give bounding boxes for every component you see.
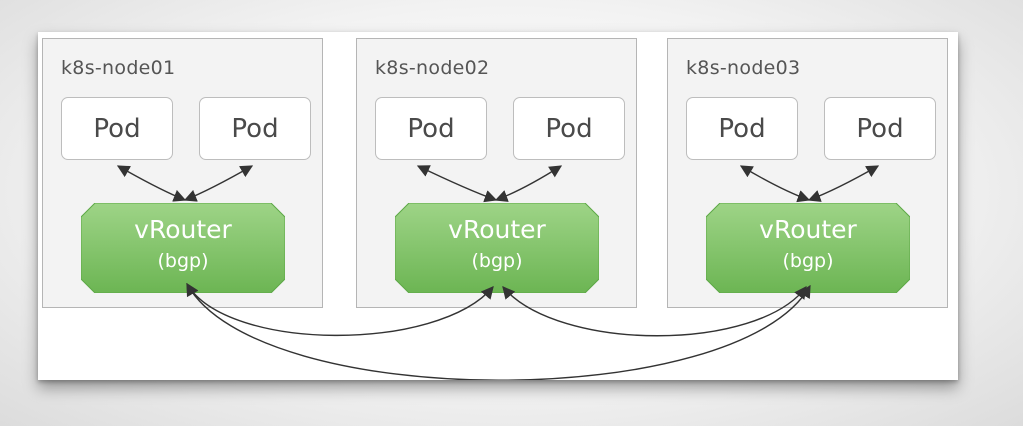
pod-link-arrow — [183, 165, 254, 202]
bgp-link-arrow — [502, 285, 807, 337]
bgp-link-arrow — [186, 282, 494, 337]
pod-box: Pod — [513, 97, 625, 160]
vrouter-box: vRouter (bgp) — [81, 203, 285, 293]
node-label: k8s-node01 — [61, 57, 176, 79]
connector-overlay — [116, 165, 880, 380]
node-box-1: k8s-node01 Pod Pod vRouter (bgp) — [42, 38, 323, 308]
bgp-link-arrow — [186, 282, 811, 380]
vrouter-shape — [81, 203, 285, 293]
vrouter-shape — [706, 203, 910, 293]
node-label: k8s-node02 — [375, 57, 490, 79]
pod-box: Pod — [824, 97, 936, 160]
pod-link-arrow — [494, 165, 563, 202]
vrouter-box: vRouter (bgp) — [706, 203, 910, 293]
pod-box: Pod — [199, 97, 311, 160]
pod-link-arrow — [739, 165, 811, 203]
pod-box: Pod — [375, 97, 487, 160]
diagram-canvas: k8s-node01 Pod Pod vRouter (bgp) k8s-nod… — [38, 32, 958, 380]
node-label: k8s-node03 — [686, 57, 801, 79]
vrouter-title: vRouter — [134, 215, 232, 244]
vrouter-subtitle: (bgp) — [157, 250, 209, 272]
vrouter-shape — [395, 203, 599, 293]
vrouter-box: vRouter (bgp) — [395, 203, 599, 293]
pod-box: Pod — [686, 97, 798, 160]
pod-link-arrow — [116, 165, 187, 202]
vrouter-title: vRouter — [759, 215, 857, 244]
pod-link-arrow — [416, 165, 498, 203]
vrouter-subtitle: (bgp) — [782, 250, 834, 272]
vrouter-subtitle: (bgp) — [471, 250, 523, 272]
pod-link-arrow — [807, 165, 880, 202]
vrouter-title: vRouter — [448, 215, 546, 244]
pod-box: Pod — [61, 97, 173, 160]
